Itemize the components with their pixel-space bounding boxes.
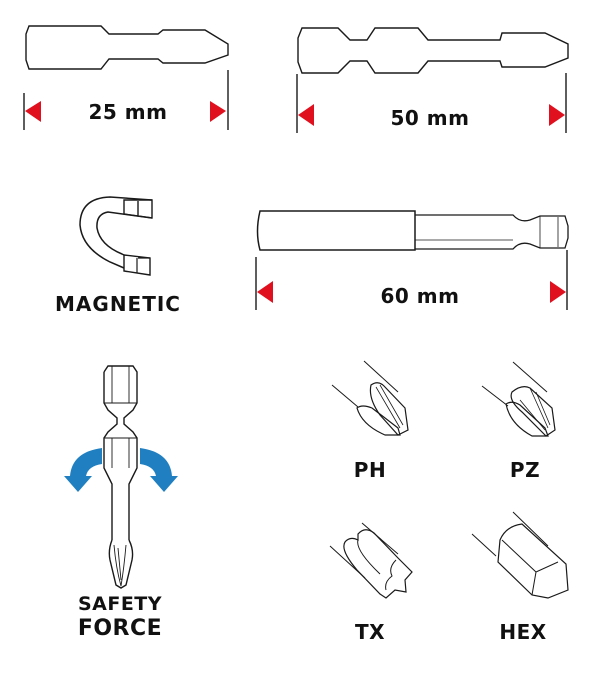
arrow-left-icon (25, 101, 41, 122)
arrow-right-icon (549, 104, 565, 126)
arrow-left-icon (298, 104, 314, 126)
tip-label-hex: HEX (499, 620, 547, 644)
tip-label-pz: PZ (509, 458, 541, 482)
tip-label-ph: PH (353, 458, 387, 482)
force-label: FORCE (77, 616, 163, 641)
dimension-label-25mm: 25 mm (88, 100, 168, 124)
tip-label-tx: TX (354, 620, 386, 644)
dimension-label-60mm: 60 mm (380, 284, 460, 308)
safety-label: SAFETY (77, 593, 163, 615)
arrow-left-icon (257, 281, 273, 303)
dimension-label-50mm: 50 mm (390, 106, 470, 130)
arrow-right-icon (210, 101, 226, 122)
arrow-right-icon (550, 281, 566, 303)
magnetic-label: MAGNETIC (55, 292, 181, 316)
